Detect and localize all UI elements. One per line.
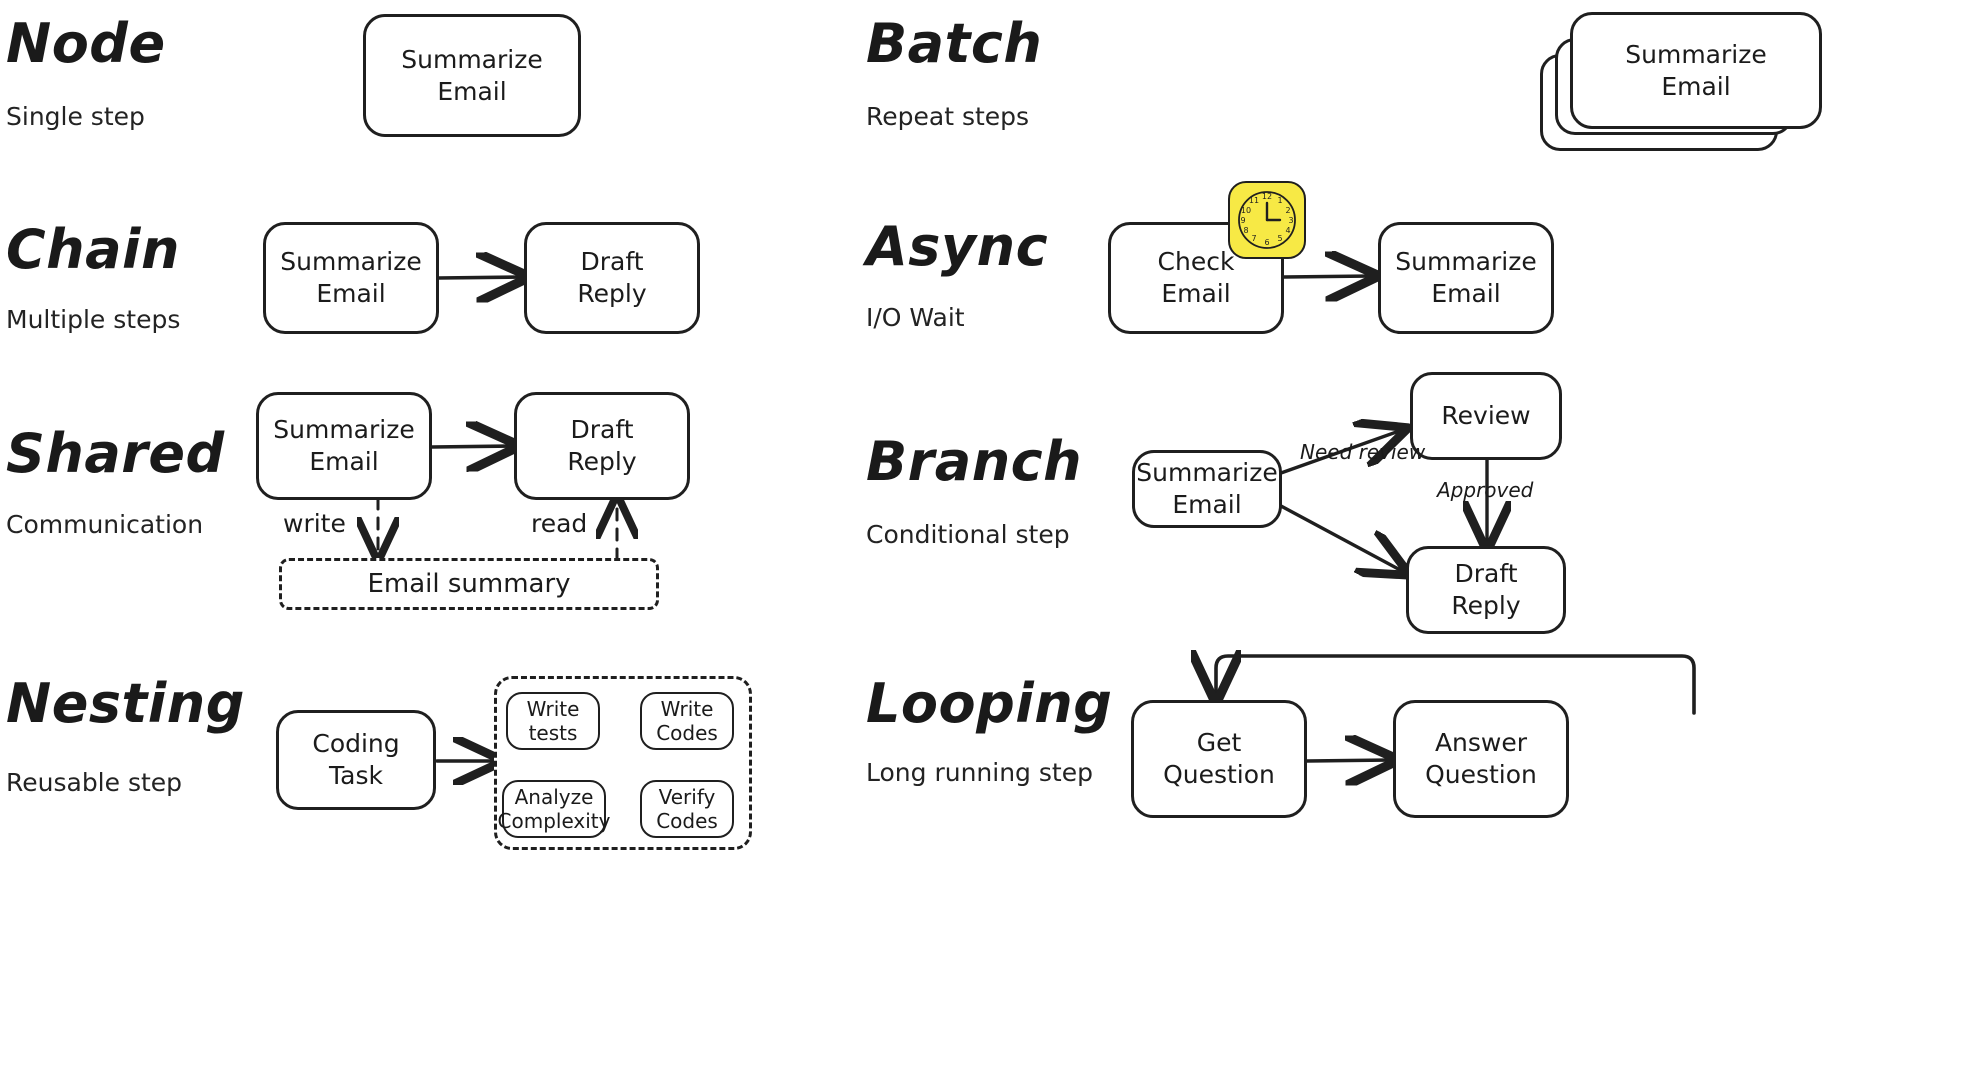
node-summarize-email[interactable]: Summarize Email bbox=[363, 14, 581, 137]
edge-label-approved: Approved bbox=[1437, 478, 1534, 502]
svg-text:6: 6 bbox=[1264, 238, 1269, 247]
node-line1: Draft bbox=[580, 247, 644, 276]
node-line2: Task bbox=[329, 761, 383, 790]
node-line1: Summarize bbox=[401, 44, 543, 74]
node-line2: Email bbox=[437, 76, 507, 106]
pattern-title-branch: Branch bbox=[866, 430, 1083, 493]
node-line1: Check bbox=[1157, 247, 1235, 276]
svg-text:9: 9 bbox=[1240, 216, 1245, 225]
pattern-title-async: Async bbox=[866, 215, 1049, 278]
svg-text:2: 2 bbox=[1285, 206, 1290, 215]
node-line1: Write bbox=[660, 697, 714, 721]
node-line1: Summarize bbox=[280, 247, 422, 276]
node-line2: Complexity bbox=[497, 809, 611, 833]
looping-node-get-question[interactable]: Get Question bbox=[1131, 700, 1307, 818]
pattern-title-shared: Shared bbox=[6, 422, 225, 485]
store-label: Email summary bbox=[367, 569, 571, 599]
edge-label-read: read bbox=[531, 509, 588, 538]
pattern-title-batch: Batch bbox=[866, 12, 1043, 75]
node-line1: Summarize bbox=[1136, 458, 1278, 487]
pattern-subtitle-async: I/O Wait bbox=[866, 303, 965, 332]
nesting-node-verify-codes[interactable]: Verify Codes bbox=[640, 780, 734, 838]
svg-text:11: 11 bbox=[1249, 196, 1259, 205]
node-line2: tests bbox=[528, 721, 578, 745]
node-line2: Email bbox=[1661, 71, 1731, 101]
nesting-node-write-codes[interactable]: Write Codes bbox=[640, 692, 734, 750]
chain-node-summarize-email[interactable]: Summarize Email bbox=[263, 222, 439, 334]
async-node-summarize-email[interactable]: Summarize Email bbox=[1378, 222, 1554, 334]
batch-node-summarize-email[interactable]: Summarize Email bbox=[1570, 12, 1822, 129]
nesting-node-write-tests[interactable]: Write tests bbox=[506, 692, 600, 750]
node-line1: Draft bbox=[570, 415, 634, 444]
pattern-title-looping: Looping bbox=[866, 672, 1113, 735]
node-line2: Reply bbox=[567, 447, 637, 476]
edge-label-write: write bbox=[283, 509, 346, 538]
node-line2: Codes bbox=[656, 721, 718, 745]
node-line1: Analyze bbox=[514, 785, 594, 809]
node-line2: Reply bbox=[577, 279, 647, 308]
svg-text:1: 1 bbox=[1277, 196, 1282, 205]
node-line1: Verify bbox=[658, 785, 716, 809]
node-line2: Email bbox=[1161, 279, 1231, 308]
edge-label-need-review: Need review bbox=[1300, 440, 1425, 465]
shared-node-summarize-email[interactable]: Summarize Email bbox=[256, 392, 432, 500]
node-line1: Summarize bbox=[1625, 39, 1767, 69]
node-line1: Summarize bbox=[273, 415, 415, 444]
shared-store-email-summary[interactable]: Email summary bbox=[279, 558, 659, 610]
clock-icon: 12 1 2 3 4 5 6 7 8 9 10 11 bbox=[1228, 181, 1306, 259]
edge-looping-feedback bbox=[1216, 656, 1696, 715]
node-line1: Summarize bbox=[1395, 247, 1537, 276]
node-line1: Get bbox=[1196, 728, 1242, 757]
svg-text:5: 5 bbox=[1277, 234, 1282, 243]
async-node-check-inbox[interactable]: Check Email bbox=[1108, 222, 1284, 334]
chain-node-draft-reply[interactable]: Draft Reply bbox=[524, 222, 700, 334]
pattern-subtitle-nesting: Reusable step bbox=[6, 768, 183, 797]
node-line1: Answer bbox=[1434, 728, 1528, 757]
nesting-node-coding-task[interactable]: Coding Task bbox=[276, 710, 436, 810]
node-line1: Draft bbox=[1454, 559, 1518, 588]
pattern-subtitle-branch: Conditional step bbox=[866, 520, 1070, 549]
shared-node-draft-reply[interactable]: Draft Reply bbox=[514, 392, 690, 500]
edge-looping-get-answer bbox=[1305, 760, 1392, 761]
svg-text:4: 4 bbox=[1285, 226, 1290, 235]
node-line2: Email bbox=[1431, 279, 1501, 308]
node-line2: Email bbox=[309, 447, 379, 476]
pattern-subtitle-batch: Repeat steps bbox=[866, 102, 1030, 131]
edge-branch-need-review bbox=[1279, 430, 1402, 475]
node-line2: Email bbox=[316, 279, 386, 308]
pattern-subtitle-node: Single step bbox=[6, 102, 145, 131]
edge-chain-summarize-draft bbox=[436, 277, 523, 278]
svg-text:12: 12 bbox=[1262, 192, 1272, 201]
branch-node-review[interactable]: Review bbox=[1410, 372, 1562, 460]
node-line1: Review bbox=[1441, 401, 1531, 430]
node-line2: Reply bbox=[1451, 591, 1521, 620]
pattern-title-chain: Chain bbox=[6, 218, 180, 281]
node-line2: Email bbox=[1172, 490, 1242, 519]
pattern-title-nesting: Nesting bbox=[6, 672, 245, 735]
nesting-node-analyze-complexity[interactable]: Analyze Complexity bbox=[498, 780, 610, 838]
pattern-subtitle-shared: Communication bbox=[6, 510, 204, 539]
looping-node-answer-question[interactable]: Answer Question bbox=[1393, 700, 1569, 818]
edge-shared-summarize-draft bbox=[430, 446, 513, 447]
svg-text:10: 10 bbox=[1241, 206, 1251, 215]
edge-async-check-summarize bbox=[1282, 276, 1372, 277]
edge-label-need-review-text: Need review bbox=[1300, 440, 1426, 464]
node-line2: Codes bbox=[656, 809, 718, 833]
svg-text:8: 8 bbox=[1243, 226, 1248, 235]
svg-text:3: 3 bbox=[1288, 216, 1293, 225]
node-line1: Write bbox=[526, 697, 580, 721]
edge-branch-summarize-draft bbox=[1279, 504, 1404, 572]
node-line2: Question bbox=[1425, 760, 1537, 789]
pattern-title-node: Node bbox=[6, 12, 166, 75]
branch-node-draft-reply[interactable]: Draft Reply bbox=[1406, 546, 1566, 634]
branch-node-summarize-email[interactable]: Summarize Email bbox=[1132, 450, 1282, 528]
pattern-subtitle-looping: Long running step bbox=[866, 758, 1093, 787]
svg-text:7: 7 bbox=[1251, 234, 1256, 243]
pattern-subtitle-chain: Multiple steps bbox=[6, 305, 181, 334]
node-line1: Coding bbox=[312, 729, 400, 758]
node-line2: Question bbox=[1163, 760, 1275, 789]
